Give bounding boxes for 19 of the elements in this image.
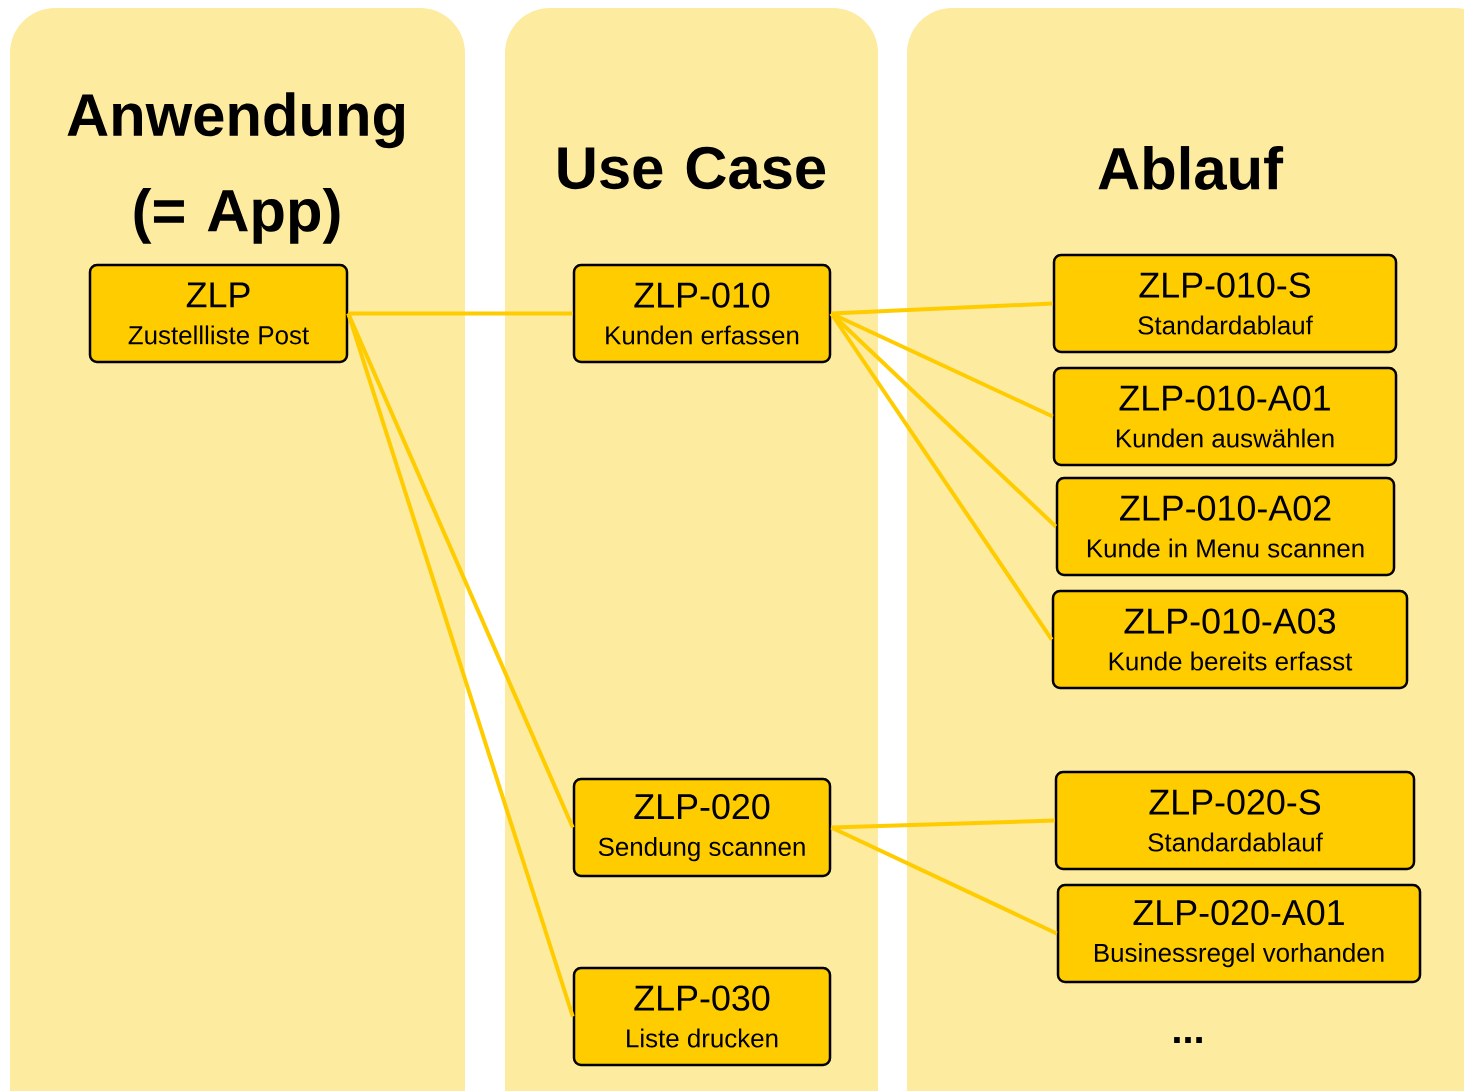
process-box: ZLP-010-A03 Kunde bereits erfasst: [1051, 589, 1409, 690]
connector-line: [829, 312, 1058, 528]
process-box: ZLP Zustellliste Post: [88, 263, 349, 364]
process-box: ZLP-020 Sendung scannen: [572, 777, 832, 878]
connector-line: [830, 825, 1058, 936]
connector-line: [348, 311, 573, 316]
process-box: ZLP-020-S Standardablauf: [1054, 770, 1416, 871]
connector-line: [831, 818, 1055, 830]
process-box: ZLP-030 Liste drucken: [572, 966, 832, 1067]
ellipsis-text: ...: [1174, 1037, 1202, 1043]
process-box: ZLP-010 Kunden erfassen: [572, 263, 832, 364]
connector-line: [346, 312, 575, 1018]
process-box: ZLP-010-A01 Kunden auswählen: [1052, 366, 1398, 467]
connector-line: [830, 311, 1054, 419]
process-box: ZLP-020-A01 Businessregel vorhanden: [1056, 883, 1422, 984]
process-box: ZLP-010-S Standardablauf: [1052, 253, 1398, 354]
process-box: ZLP-010-A02 Kunde in Menu scannen: [1055, 476, 1396, 577]
connector-line: [831, 301, 1053, 316]
connector-line: [829, 312, 1054, 641]
